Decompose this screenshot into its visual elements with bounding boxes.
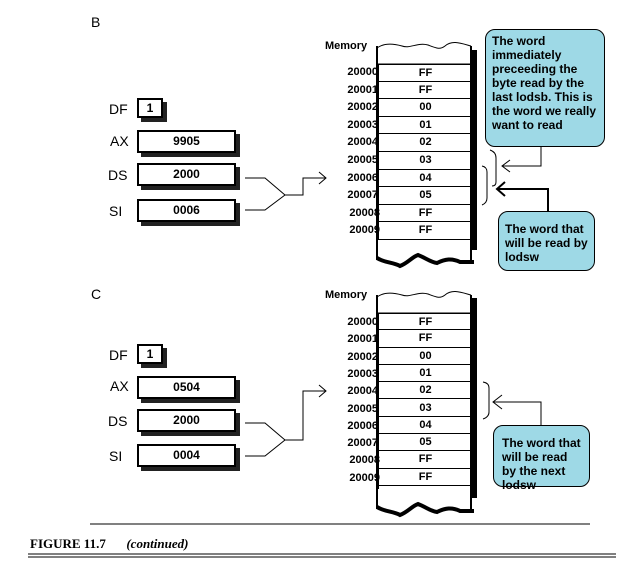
arrowhead-c-callout	[492, 394, 503, 410]
address-label: 20000	[347, 316, 378, 328]
panel-b-label: B	[91, 14, 101, 30]
arrowhead-b	[318, 171, 327, 185]
callout-arrow-lower-b	[497, 188, 549, 211]
address-label: 20009	[349, 224, 380, 237]
address-label: 20008	[349, 454, 380, 467]
memory-top-torn-edge-c	[376, 291, 472, 298]
memory-title-b: Memory	[325, 40, 368, 52]
figure-caption: FIGURE 11.7 (continued)	[30, 536, 188, 552]
df-label: DF	[109, 101, 128, 117]
address-label: 20003	[347, 118, 378, 131]
memory-cell: 00	[379, 348, 472, 365]
address-label: 20001	[347, 83, 378, 96]
ax-label: AX	[110, 133, 129, 149]
df-register: 1	[137, 344, 163, 364]
address-label: 20002	[347, 350, 378, 363]
memory-cell: 01	[379, 117, 472, 135]
address-arrow-c	[285, 390, 326, 441]
address-label: 20003	[347, 367, 378, 380]
address-label: 20001	[347, 333, 378, 346]
address-label: 20000	[347, 66, 378, 78]
memory-cell: 05	[379, 187, 472, 205]
memory-shadow-c	[472, 298, 477, 498]
ax-register: 9905	[137, 130, 236, 153]
memory-cell: FF	[379, 469, 472, 486]
si-connector-b	[245, 194, 286, 211]
address-label: 20005	[347, 402, 378, 415]
address-label: 20009	[349, 471, 380, 484]
callout-previous-word: The word immediately preceeding the byte…	[485, 29, 605, 147]
memory-cell: 02	[379, 382, 472, 400]
address-label: 20004	[347, 136, 378, 149]
ds-label: DS	[108, 413, 128, 429]
ds-register: 2000	[137, 163, 236, 186]
ds-connector-c	[245, 422, 286, 441]
memory-title-c: Memory	[325, 289, 368, 301]
panel-c-label: C	[91, 286, 102, 302]
figure-note: (continued)	[126, 536, 189, 551]
ax-register: 0504	[137, 376, 236, 399]
callout-next-lodsw-word: The word that will be read by the next l…	[493, 425, 590, 492]
si-register: 0004	[137, 444, 236, 467]
memory-top-torn-edge-b	[376, 42, 472, 49]
callout-arrow-c	[493, 401, 542, 425]
memory-cell: 03	[379, 400, 472, 417]
callout-lodsw-word: The word that will be read by lodsw	[498, 211, 595, 271]
memory-cell: FF	[379, 451, 472, 469]
arrowhead-upper-b	[501, 159, 511, 173]
arrowhead-c	[318, 384, 327, 398]
memory-shadow-b	[472, 50, 477, 250]
ds-register: 2000	[137, 409, 236, 432]
si-connector-c	[245, 439, 286, 457]
figure-number: FIGURE 11.7	[30, 536, 106, 551]
memory-cell: 03	[379, 152, 472, 170]
memory-cell: 04	[379, 417, 472, 435]
memory-cell: FF	[379, 330, 472, 348]
si-label: SI	[109, 203, 123, 219]
address-label: 20004	[347, 385, 378, 398]
memory-bottom-torn-edge-b	[375, 252, 474, 269]
address-label: 20008	[349, 206, 380, 219]
arrowhead-lower-b	[495, 181, 506, 197]
df-register: 1	[137, 98, 163, 118]
memory-cell: 02	[379, 134, 472, 152]
memory-cell: FF	[379, 205, 472, 223]
ds-label: DS	[108, 167, 128, 183]
memory-cell: FF	[379, 222, 472, 240]
memory-cell: FF	[379, 82, 472, 100]
memory-cell: 04	[379, 170, 472, 188]
callout-arrow-upper-b	[502, 147, 542, 167]
si-label: SI	[109, 448, 123, 464]
address-label: 20007	[347, 437, 378, 450]
address-label: 20006	[347, 171, 378, 184]
memory-cell: 01	[379, 365, 472, 383]
bracket-upper-b	[489, 149, 497, 187]
ds-connector-b	[245, 177, 286, 196]
bracket-lower-b	[481, 165, 488, 206]
si-register: 0006	[137, 199, 236, 222]
bracket-c	[482, 381, 490, 420]
address-label: 20006	[347, 419, 378, 432]
address-label: 20005	[347, 154, 378, 166]
address-arrow-b	[285, 177, 326, 196]
memory-cell: 00	[379, 99, 472, 117]
memory-cell: FF	[379, 313, 472, 331]
memory-cell: 05	[379, 434, 472, 452]
df-label: DF	[109, 347, 128, 363]
address-label: 20002	[347, 101, 378, 114]
ax-label: AX	[110, 378, 129, 394]
memory-bottom-torn-edge-c	[375, 501, 474, 518]
address-label: 20007	[347, 189, 378, 202]
